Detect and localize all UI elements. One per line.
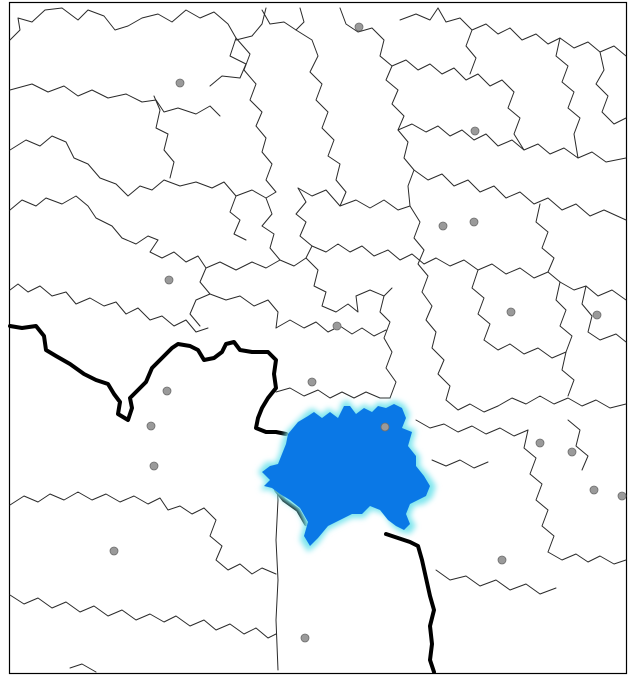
district-boundary xyxy=(561,351,575,397)
district-boundary xyxy=(397,123,627,163)
district-boundary xyxy=(471,269,491,341)
district-boundary xyxy=(559,281,627,301)
district-boundary xyxy=(9,283,209,333)
district-boundary xyxy=(535,203,555,273)
district-boundary xyxy=(203,507,277,575)
district-boundary xyxy=(275,387,391,399)
district-centroid-marker[interactable] xyxy=(175,78,185,88)
district-centroid-marker[interactable] xyxy=(354,22,364,32)
district-centroid-marker[interactable] xyxy=(535,438,545,448)
district-boundary xyxy=(69,663,97,673)
district-boundary xyxy=(431,459,489,469)
district-boundary xyxy=(295,29,347,207)
highlighted-district[interactable] xyxy=(258,400,436,552)
district-boundary xyxy=(235,7,267,41)
regional-border xyxy=(384,532,436,674)
district-boundary xyxy=(297,187,411,211)
district-boundary xyxy=(581,285,627,343)
district-centroid-marker[interactable] xyxy=(497,555,507,565)
district-boundary xyxy=(497,395,627,409)
district-boundary xyxy=(9,135,267,199)
district-boundary xyxy=(421,291,451,401)
district-boundary xyxy=(435,569,557,595)
district-boundary xyxy=(339,7,415,207)
district-boundary xyxy=(567,419,589,471)
district-centroid-marker[interactable] xyxy=(164,275,174,285)
district-boundary xyxy=(507,91,525,151)
district-boundary xyxy=(9,594,277,639)
district-centroid-marker[interactable] xyxy=(469,217,479,227)
district-boundary xyxy=(413,169,627,221)
district-boundary xyxy=(305,257,393,313)
district-centroid-marker[interactable] xyxy=(567,447,577,457)
district-centroid-marker[interactable] xyxy=(300,633,310,643)
district-centroid-marker[interactable] xyxy=(149,461,159,471)
district-boundary xyxy=(523,429,555,553)
district-boundary xyxy=(229,195,247,241)
district-centroid-marker[interactable] xyxy=(592,310,602,320)
district-centroid-marker[interactable] xyxy=(589,485,599,495)
district-boundary xyxy=(261,197,281,261)
district-boundary xyxy=(391,59,515,93)
district-boundary xyxy=(555,281,573,353)
district-boundary xyxy=(153,95,175,179)
district-boundary xyxy=(547,551,627,565)
district-boundary xyxy=(9,491,205,515)
district-boundary xyxy=(483,339,567,359)
district-boundary xyxy=(379,295,397,399)
district-boundary xyxy=(595,51,627,125)
district-boundary xyxy=(445,399,499,413)
district-centroid-marker[interactable] xyxy=(109,546,119,556)
district-centroid-marker[interactable] xyxy=(617,491,627,501)
district-boundary xyxy=(9,195,159,245)
district-boundary xyxy=(9,7,247,87)
district-boundary xyxy=(465,29,477,75)
district-boundary xyxy=(415,419,529,437)
district-boundary xyxy=(437,7,627,57)
district-centroid-marker[interactable] xyxy=(438,221,448,231)
district-boundary xyxy=(209,293,279,329)
district-boundary xyxy=(9,83,221,117)
district-boundary xyxy=(261,7,305,31)
district-boundary xyxy=(235,37,277,199)
district-centroid-marker[interactable] xyxy=(506,307,516,317)
district-boundary xyxy=(399,7,439,21)
district-boundaries xyxy=(9,7,627,673)
district-boundary xyxy=(409,205,429,293)
district-boundary xyxy=(149,239,211,327)
district-centroid-marker[interactable] xyxy=(332,321,342,331)
district-centroid-marker[interactable] xyxy=(146,421,156,431)
district-boundary xyxy=(311,243,437,265)
map-frame-border xyxy=(8,1,628,675)
regional-border xyxy=(8,324,288,436)
district-boundary xyxy=(555,37,581,159)
district-markers xyxy=(109,22,627,643)
district-centroid-marker[interactable] xyxy=(380,422,390,432)
district-boundary xyxy=(435,257,561,283)
district-centroid-marker[interactable] xyxy=(162,386,172,396)
highlighted-district-fill xyxy=(262,404,430,546)
district-centroid-marker[interactable] xyxy=(470,126,480,136)
district-centroid-marker[interactable] xyxy=(307,377,317,387)
district-boundary xyxy=(205,187,313,271)
